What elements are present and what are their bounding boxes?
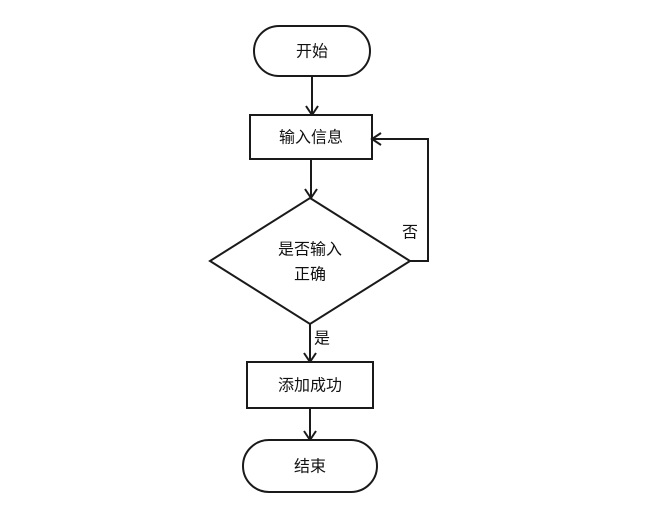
edge-check-no-line [372,138,429,262]
check-label-line1: 是否输入 [278,240,342,259]
add-node: 添加成功 [246,361,374,409]
end-node: 结束 [242,439,378,493]
edge-check-yes: 是 [303,324,330,364]
input-node: 输入信息 [249,114,373,160]
edge-check-no: 否 [370,132,429,262]
edge-input-to-check [304,159,318,200]
check-label-line2: 正确 [294,265,326,284]
end-terminal-shape [242,439,378,493]
edge-start-to-input [305,76,319,117]
edge-add-to-end [303,408,317,442]
arrowhead-check-no [370,132,382,146]
add-label: 添加成功 [278,376,342,395]
input-process-shape [249,114,373,160]
edge-label-no: 否 [402,223,418,242]
input-label: 输入信息 [279,128,343,147]
start-node: 开始 [253,25,371,77]
edge-label-yes: 是 [314,329,330,348]
check-decision-shape [208,196,412,326]
start-label: 开始 [296,42,328,61]
check-node: 是否输入 正确 [208,196,412,326]
end-label: 结束 [294,457,326,476]
